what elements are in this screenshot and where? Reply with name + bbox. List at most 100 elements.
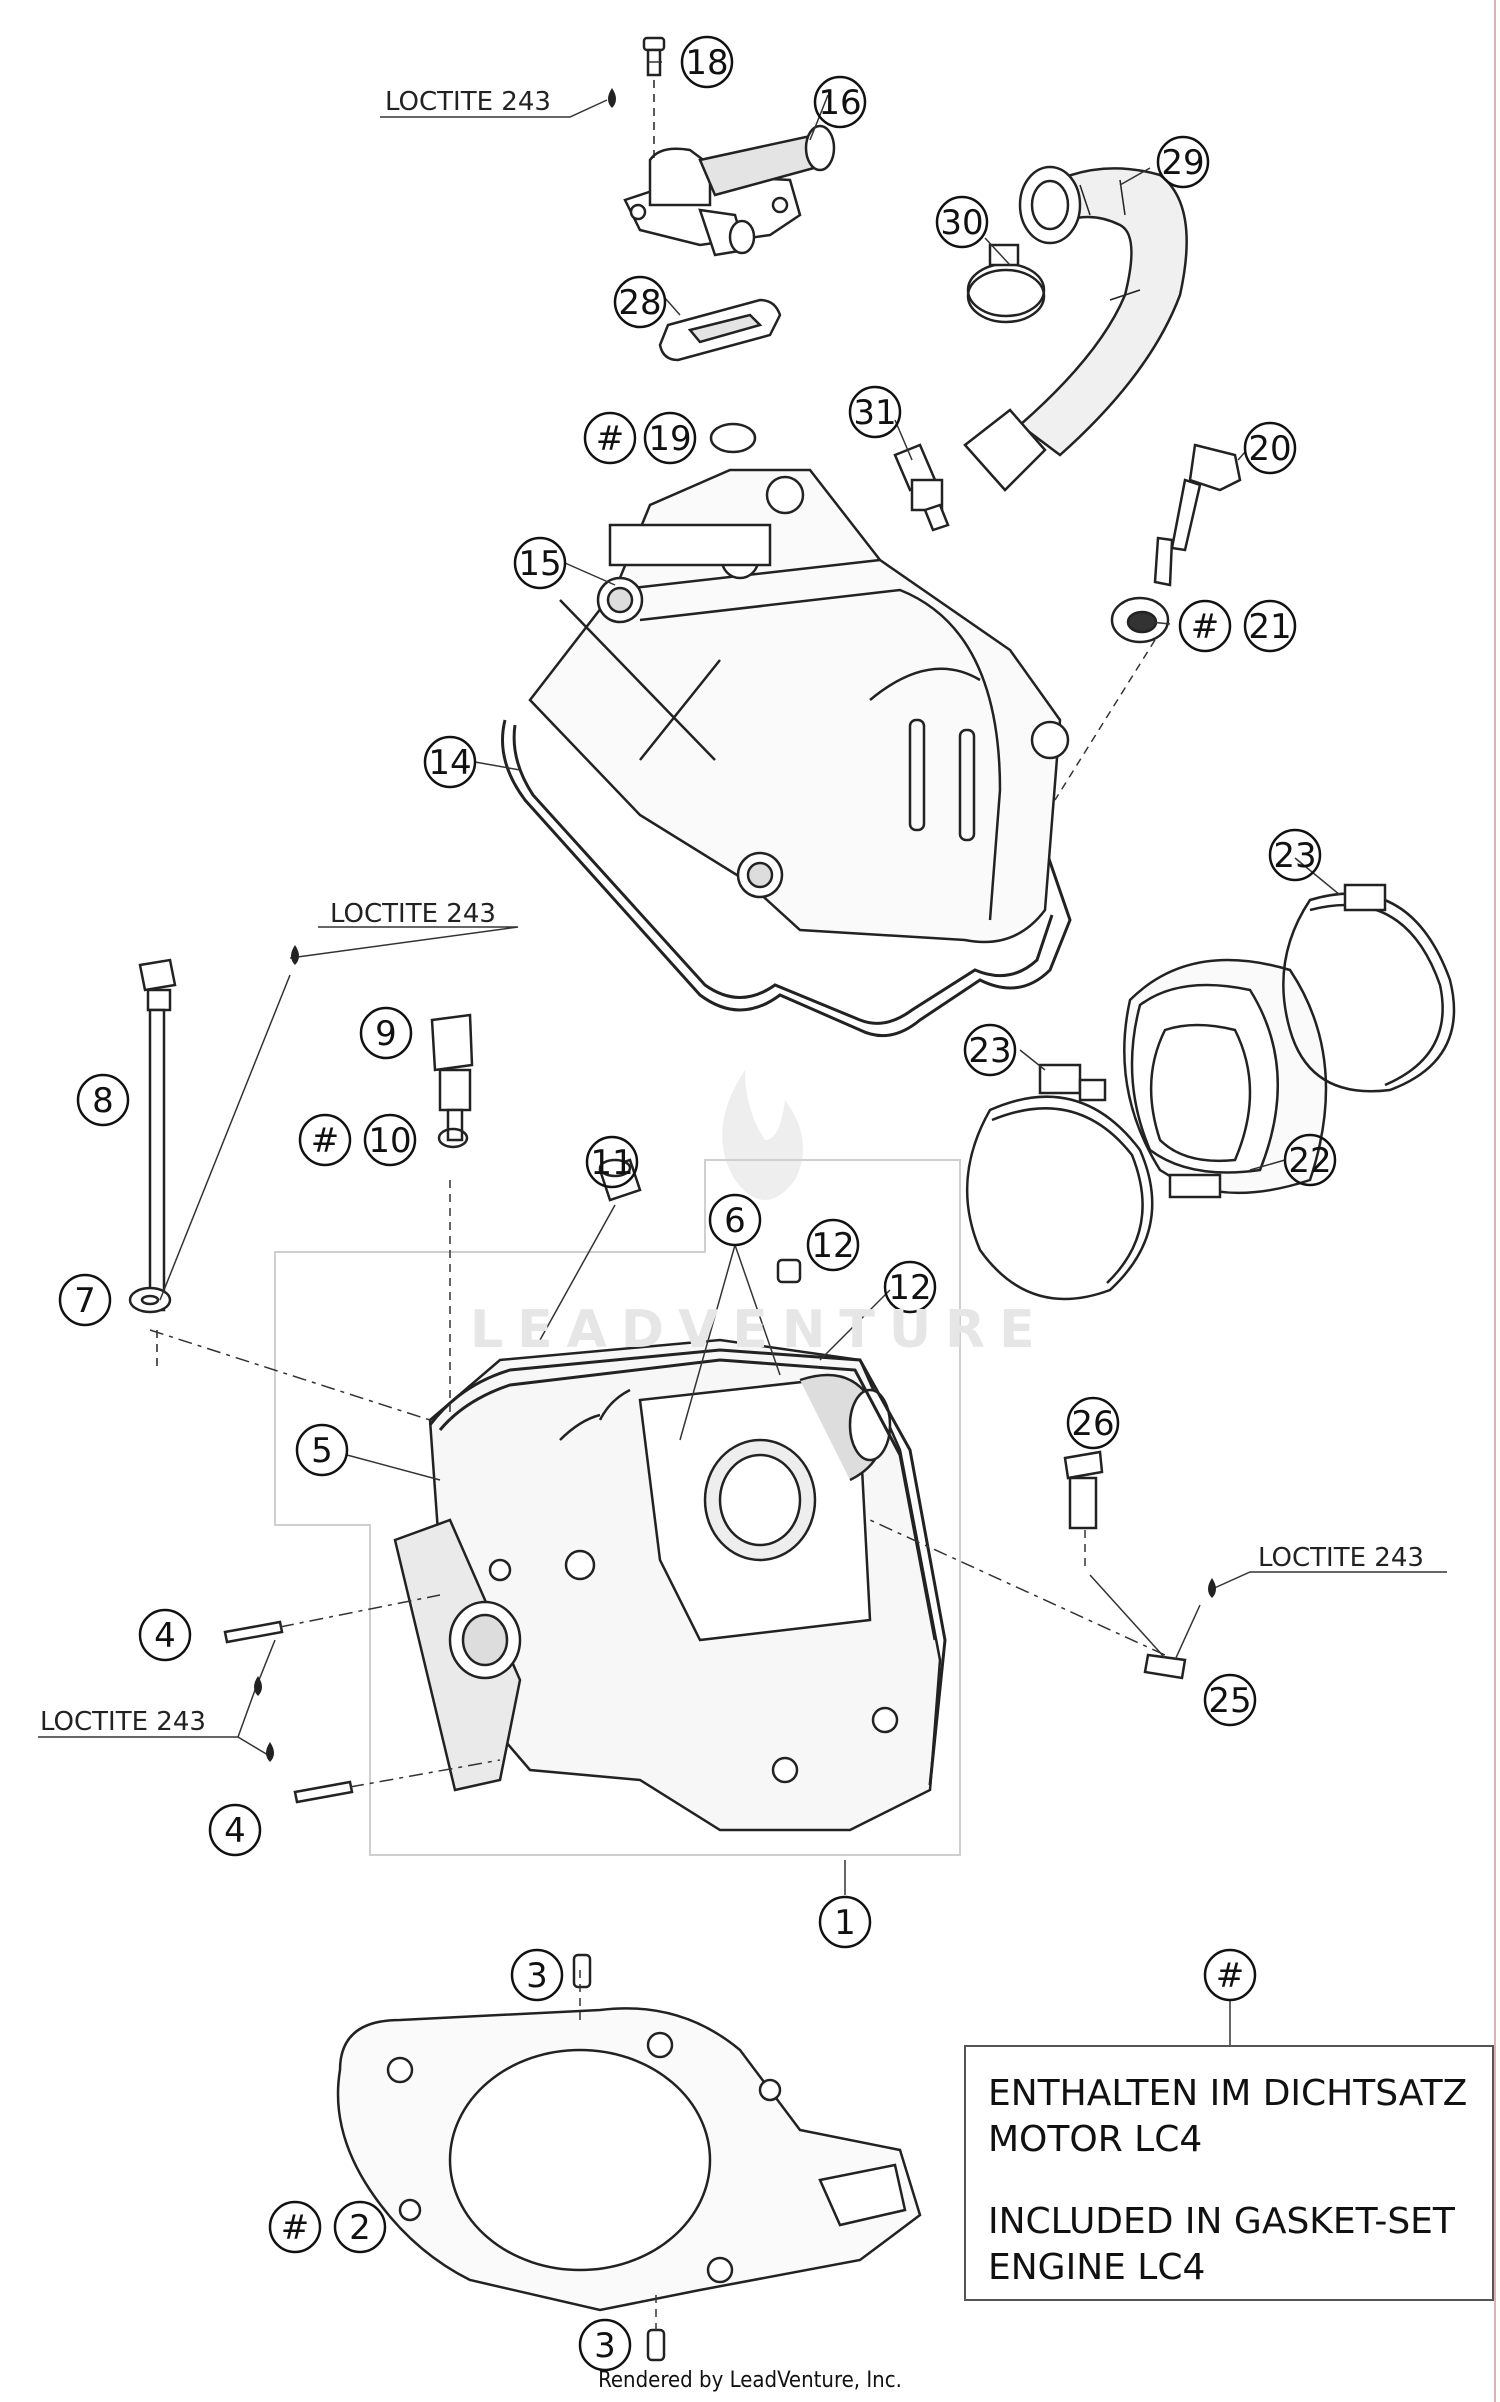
callout-25[interactable]: 25 [1203, 1673, 1257, 1727]
hash-label-10: # [311, 1121, 340, 1161]
callout-label-7: 7 [74, 1281, 96, 1321]
callout-hash-legend[interactable]: # [1203, 1948, 1257, 2002]
callout-8[interactable]: 8 [76, 1073, 130, 1127]
callout-30[interactable]: 30 [935, 195, 989, 249]
callout-7[interactable]: 7 [58, 1273, 112, 1327]
hose-29 [963, 165, 1188, 492]
washer-21 [1110, 596, 1170, 644]
loctite-label-4: LOCTITE 243 [40, 1707, 206, 1737]
thermostat-housing [623, 124, 836, 257]
callout-23b[interactable]: 23 [963, 1023, 1017, 1077]
callout-label-22: 22 [1288, 1141, 1331, 1181]
callout-label-23a: 23 [1273, 836, 1316, 876]
head-gasket-5 [428, 1348, 947, 1786]
callout-label-9: 9 [375, 1014, 397, 1054]
callout-31[interactable]: 31 [848, 385, 902, 439]
callout-11[interactable]: 11 [585, 1135, 639, 1189]
callout-label-29: 29 [1161, 143, 1204, 183]
callout-6[interactable]: 6 [708, 1193, 762, 1247]
callout-label-28: 28 [618, 283, 661, 323]
callout-14[interactable]: 14 [423, 735, 477, 789]
callout-29[interactable]: 29 [1156, 135, 1210, 189]
callout-label-19: 19 [648, 419, 691, 459]
callout-label-18: 18 [685, 43, 728, 83]
callout-3a[interactable]: 3 [510, 1948, 564, 2002]
legend-line-4: ENGINE LC4 [988, 2247, 1206, 2288]
loctite-label-2: LOCTITE 243 [330, 899, 496, 929]
gasket-28 [658, 298, 782, 362]
callout-label-8: 8 [92, 1081, 114, 1121]
callout-23a[interactable]: 23 [1268, 828, 1322, 882]
base-gasket-2 [336, 2007, 922, 2312]
callout-15[interactable]: 15 [513, 536, 567, 590]
callout-9[interactable]: 9 [359, 1006, 413, 1060]
callout-label-21: 21 [1248, 607, 1291, 647]
plug-12 [776, 1258, 802, 1284]
callout-label-4b: 4 [224, 1811, 246, 1851]
callout-label-5: 5 [311, 1431, 333, 1471]
pin-4b [293, 1780, 354, 1804]
callout-26[interactable]: 26 [1066, 1396, 1120, 1450]
hash-mark-2: # [268, 2200, 322, 2254]
hash-label-21: # [1191, 607, 1220, 647]
valve-cover-15 [528, 468, 1070, 944]
callout-label-3a: 3 [526, 1956, 548, 1996]
callout-label-11: 11 [590, 1143, 633, 1183]
bolt-20 [1153, 443, 1242, 587]
callout-28[interactable]: 28 [613, 275, 667, 329]
cylinder-head-1 [393, 1338, 942, 1832]
callout-22[interactable]: 22 [1283, 1133, 1337, 1187]
watermark-logo-icon [722, 1070, 803, 1200]
legend-line-2: MOTOR LC4 [988, 2119, 1203, 2160]
callout-label-14: 14 [428, 743, 471, 783]
callout-label-31: 31 [853, 393, 896, 433]
callout-2[interactable]: 2 [333, 2200, 387, 2254]
callout-12b[interactable]: 12 [883, 1260, 937, 1314]
legend-line-1: ENTHALTEN IM DICHTSATZ [988, 2073, 1468, 2114]
callout-label-12b: 12 [888, 1268, 931, 1308]
callout-18[interactable]: 18 [680, 35, 734, 89]
hash-mark-10: # [298, 1113, 352, 1167]
callout-5[interactable]: 5 [295, 1423, 349, 1477]
hose-clamp-23b [965, 1063, 1154, 1301]
bolt-18 [642, 36, 666, 160]
callout-label-2: 2 [349, 2208, 371, 2248]
legend-spacer [988, 2163, 1470, 2199]
hash-mark-21: # [1178, 599, 1232, 653]
hose-clamp-30 [966, 243, 1046, 324]
callout-4a[interactable]: 4 [138, 1608, 192, 1662]
callout-16[interactable]: 16 [813, 75, 867, 129]
callout-label-12a: 12 [811, 1226, 854, 1266]
callout-3b[interactable]: 3 [578, 2318, 632, 2372]
callout-4b[interactable]: 4 [208, 1803, 262, 1857]
callout-19[interactable]: 19 [643, 411, 697, 465]
callout-10[interactable]: 10 [363, 1113, 417, 1167]
callout-12a[interactable]: 12 [806, 1218, 860, 1272]
callout-1[interactable]: 1 [818, 1895, 872, 1949]
callout-label-hash: # [1216, 1956, 1245, 1996]
footer-credit: Rendered by LeadVenture, Inc. [598, 2368, 902, 2393]
callout-20[interactable]: 20 [1243, 421, 1297, 475]
watermark-text: LEADVENTURE [470, 1300, 1049, 1360]
valve-cover-gasket-14 [501, 714, 1072, 1038]
callout-label-6: 6 [724, 1201, 746, 1241]
callout-label-3b: 3 [594, 2326, 616, 2366]
loctite-label-1: LOCTITE 243 [385, 87, 551, 117]
hash-label-2: # [281, 2208, 310, 2248]
reference-frames [274, 1159, 961, 1856]
callout-21[interactable]: 21 [1243, 599, 1297, 653]
washer-7 [128, 1286, 172, 1314]
loctite-label-3: LOCTITE 243 [1258, 1543, 1424, 1573]
callout-label-20: 20 [1248, 429, 1291, 469]
leader-lines [38, 61, 1447, 2330]
callout-label-4a: 4 [154, 1616, 176, 1656]
dowel-3a [572, 1953, 592, 1989]
valve-guide-11 [598, 1158, 642, 1202]
o-ring-19 [709, 422, 757, 454]
hash-mark-19: # [583, 411, 637, 465]
callout-label-1: 1 [834, 1903, 856, 1943]
callouts: 18 16 29 30 28 19 31 20 15 21 14 23 9 8 … [58, 35, 1337, 2372]
loctite-drops [254, 88, 1216, 1762]
sensor-9 [430, 1013, 474, 1142]
callout-label-10: 10 [368, 1121, 411, 1161]
